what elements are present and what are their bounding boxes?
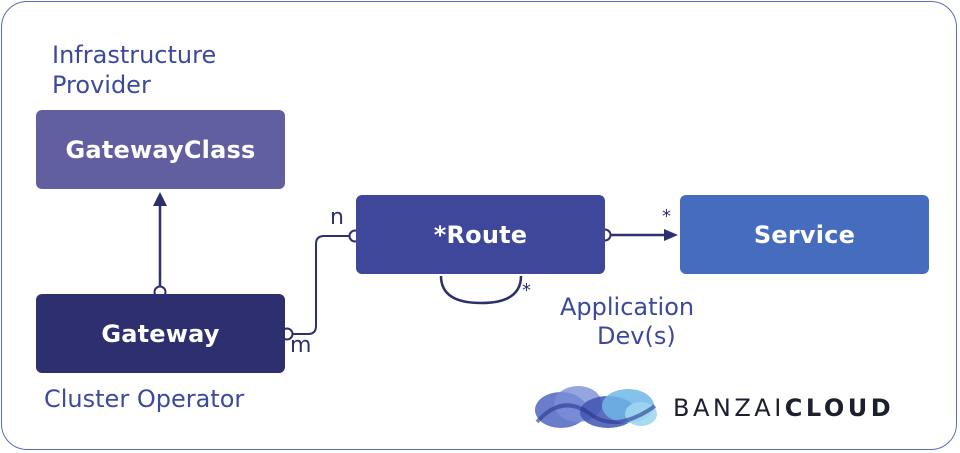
multiplicity-m: m xyxy=(290,333,312,358)
infrastructure-provider-label-line2: Provider xyxy=(52,71,151,99)
multiplicity-route-service: * xyxy=(662,206,671,227)
banzaicloud-wordmark: BANZAICLOUD xyxy=(673,394,894,422)
gatewayclass-node: GatewayClass xyxy=(36,110,285,189)
cluster-operator-label: Cluster Operator xyxy=(44,385,245,413)
banzaicloud-logo: BANZAICLOUD xyxy=(533,382,933,432)
gateway-to-route-line xyxy=(292,235,349,335)
gateway-node: Gateway xyxy=(36,294,285,373)
route-self-loop xyxy=(439,275,523,305)
multiplicity-n: n xyxy=(330,205,344,230)
application-devs-label-line1: Application xyxy=(560,293,695,321)
route-node: *Route xyxy=(356,195,605,274)
infrastructure-provider-label-line1: Infrastructure xyxy=(52,41,217,69)
multiplicity-route-self: * xyxy=(522,280,531,301)
logo-text-light: BANZAI xyxy=(673,394,785,422)
service-arrowhead xyxy=(664,229,678,241)
logo-text-bold: CLOUD xyxy=(784,394,895,422)
service-node: Service xyxy=(680,195,929,274)
banzaicloud-waves-icon xyxy=(535,386,657,428)
gatewayclass-arrowhead xyxy=(153,192,167,206)
application-devs-label-line2: Dev(s) xyxy=(597,322,676,350)
